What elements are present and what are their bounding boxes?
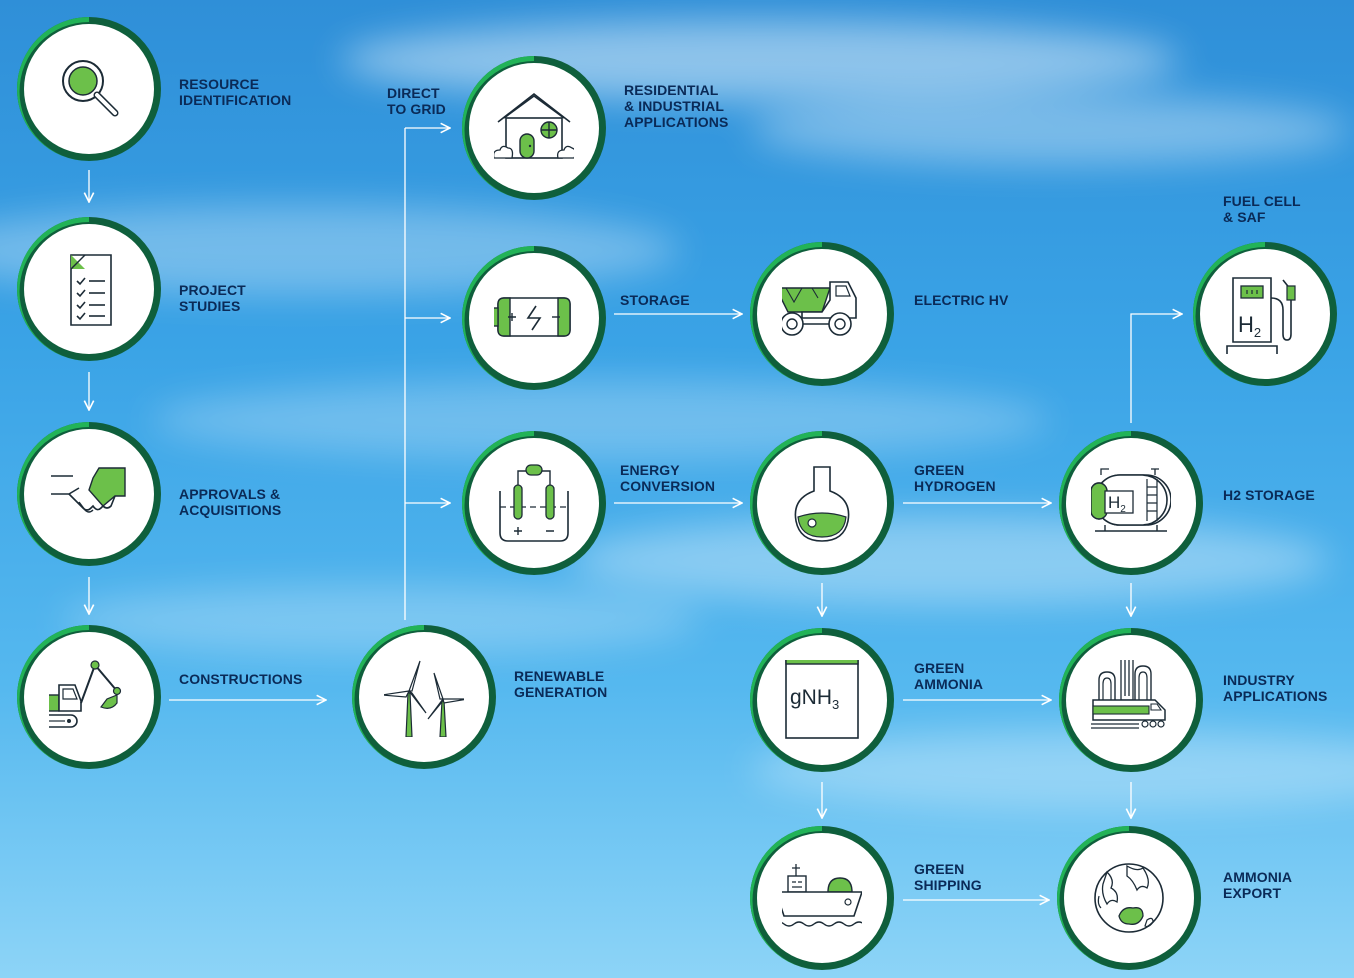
node-green-hydrogen xyxy=(747,428,897,578)
label-electric-hv: ELECTRIC HV xyxy=(914,292,1009,308)
flask-icon xyxy=(794,466,850,542)
label-green-ammonia: GREEN AMMONIA xyxy=(914,660,984,692)
ammonia-bag-icon: gNH3 xyxy=(785,660,859,739)
node-approvals-acquisitions xyxy=(14,419,164,569)
node-green-shipping xyxy=(747,823,897,973)
h2-pump-icon: H2 xyxy=(1226,277,1296,354)
battery-icon xyxy=(494,297,571,337)
label-storage: STORAGE xyxy=(620,292,690,308)
node-residential-industrial xyxy=(459,53,609,203)
node-renewable-generation xyxy=(349,622,499,772)
label-project-studies: PROJECT STUDIES xyxy=(179,282,246,314)
node-ammonia-export xyxy=(1054,823,1204,973)
label-green-shipping: GREEN SHIPPING xyxy=(914,861,982,893)
label-direct-to-grid: DIRECT TO GRID xyxy=(387,85,446,117)
label-resource-identification: RESOURCE IDENTIFICATION xyxy=(179,76,292,108)
node-energy-conversion xyxy=(459,428,609,578)
industry-train-icon xyxy=(1091,660,1166,729)
node-resource-identification xyxy=(14,14,164,164)
node-storage xyxy=(459,243,609,393)
node-fuel-cell-saf: H2 xyxy=(1190,239,1340,389)
wind-turbines-icon xyxy=(384,660,464,737)
node-h2-storage: H2 xyxy=(1056,428,1206,578)
globe-icon xyxy=(1094,863,1164,933)
label-ammonia-export: AMMONIA EXPORT xyxy=(1223,869,1293,901)
node-constructions xyxy=(14,622,164,772)
connector-h2storage-fuelcell xyxy=(1130,314,1182,423)
label-approvals-acquisitions: APPROVALS & ACQUISITIONS xyxy=(179,486,282,518)
checklist-icon xyxy=(70,254,112,326)
node-project-studies xyxy=(14,214,164,364)
label-h2-storage: H2 STORAGE xyxy=(1223,487,1315,503)
h2-tank-icon: H2 xyxy=(1091,468,1171,532)
electrolyser-icon xyxy=(499,464,569,542)
handshake-icon xyxy=(51,467,126,513)
label-fuel-cell-saf: FUEL CELL & SAF xyxy=(1223,193,1301,225)
label-industry-applications: INDUSTRY APPLICATIONS xyxy=(1223,672,1328,704)
ship-icon xyxy=(782,864,862,927)
node-electric-hv xyxy=(747,239,897,389)
label-renewable-generation: RENEWABLE GENERATION xyxy=(514,668,608,700)
excavator-icon xyxy=(49,660,122,728)
node-green-ammonia: gNH3 xyxy=(747,625,897,775)
magnifier-icon xyxy=(62,60,119,117)
svg-text:H2: H2 xyxy=(1238,312,1261,340)
svg-text:H2: H2 xyxy=(1108,493,1126,515)
svg-text:gNH3: gNH3 xyxy=(790,686,839,712)
dump-truck-icon xyxy=(782,281,857,336)
label-residential-industrial: RESIDENTIAL & INDUSTRIAL APPLICATIONS xyxy=(624,82,729,130)
label-energy-conversion: ENERGY CONVERSION xyxy=(620,462,716,494)
node-industry-applications xyxy=(1056,625,1206,775)
label-green-hydrogen: GREEN HYDROGEN xyxy=(914,462,996,494)
house-icon xyxy=(494,92,574,159)
label-constructions: CONSTRUCTIONS xyxy=(179,671,303,687)
